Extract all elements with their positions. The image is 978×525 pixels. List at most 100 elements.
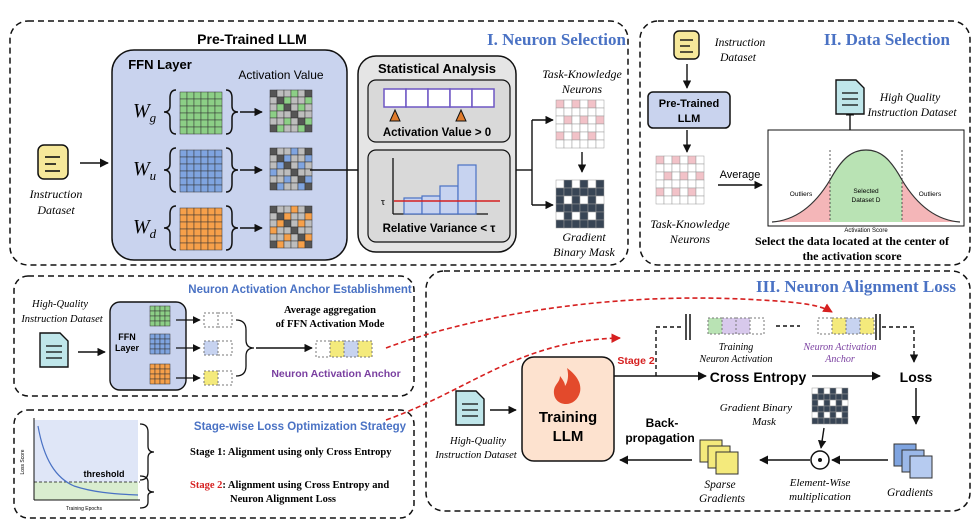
brace xyxy=(225,147,239,193)
grid-cell xyxy=(164,363,171,370)
grid-cell xyxy=(304,154,313,163)
grid-cell xyxy=(207,177,216,186)
elementwise-label: Element-Wise xyxy=(789,477,851,489)
grid-cell xyxy=(571,139,581,149)
grid-cell xyxy=(214,119,223,128)
brace xyxy=(163,205,177,251)
grid-cell xyxy=(186,91,195,100)
anchor-connector xyxy=(385,297,833,349)
grid-cell xyxy=(587,107,597,117)
multiplication-label: multiplication xyxy=(789,491,851,503)
grid-cell xyxy=(297,117,306,126)
selected-label: Selected xyxy=(853,188,879,195)
grid-cell xyxy=(269,240,278,249)
neurons-label: Neurons xyxy=(669,232,711,246)
instruction-dataset-icon xyxy=(37,144,69,180)
grid-cell xyxy=(159,363,166,370)
brace xyxy=(225,89,239,135)
grid-cell xyxy=(290,226,299,235)
grid-cell xyxy=(841,393,849,401)
grid-cell xyxy=(200,242,209,251)
training-label: Training xyxy=(719,342,753,353)
outliers-left-label: Outliers xyxy=(790,191,813,198)
grid-cell xyxy=(595,115,605,125)
grid-cell xyxy=(193,105,202,114)
grid-cell xyxy=(214,242,223,251)
grid-cell xyxy=(290,175,299,184)
grid-cell xyxy=(829,417,837,425)
neuron-activation-anchor-vector xyxy=(817,317,875,335)
grid-cell xyxy=(579,131,589,141)
grid-cell xyxy=(186,214,195,223)
grid-cell xyxy=(671,179,681,189)
grid-cell xyxy=(304,205,313,214)
grid-cell xyxy=(154,305,161,312)
grid-cell xyxy=(579,99,589,109)
grid-cell xyxy=(207,214,216,223)
grid-cell xyxy=(200,214,209,223)
grid-cell xyxy=(193,184,202,193)
grid-cell xyxy=(214,228,223,237)
grid-cell xyxy=(207,156,216,165)
panel-data-selection: II. Data Selection Instruction Dataset P… xyxy=(639,20,971,266)
grid-cell xyxy=(571,211,581,221)
grid-cell xyxy=(276,147,285,156)
grid-cell xyxy=(149,343,156,350)
panel-title: Stage-wise Loss Optimization Strategy xyxy=(194,421,407,433)
grid-cell xyxy=(290,110,299,119)
grid-cell xyxy=(687,163,697,173)
grid-cell xyxy=(276,212,285,221)
grid-cell xyxy=(283,96,292,105)
grid-cell xyxy=(297,124,306,133)
grid-cell xyxy=(164,343,171,350)
grid-cell xyxy=(829,411,837,419)
grid-cell xyxy=(823,399,831,407)
grid-cell xyxy=(164,320,171,327)
grid-cell xyxy=(595,123,605,133)
grid-cell xyxy=(276,103,285,112)
grid-cell xyxy=(283,212,292,221)
grid-cell xyxy=(555,123,565,133)
w-g-label: Wg xyxy=(133,100,157,125)
grid-cell xyxy=(829,393,837,401)
grid-cell xyxy=(159,348,166,355)
stage1-label: Stage 1: Alignment using only Cross Entr… xyxy=(190,447,392,458)
grid-cell xyxy=(207,163,216,172)
grid-cell xyxy=(200,91,209,100)
grid-cell xyxy=(154,310,161,317)
grid-cell xyxy=(304,240,313,249)
grid-cell xyxy=(200,184,209,193)
grid-cell xyxy=(200,207,209,216)
grid-cell xyxy=(200,228,209,237)
grid-cell xyxy=(587,99,597,109)
grid-cell xyxy=(290,161,299,170)
loss-score-axis-label: Loss Score xyxy=(20,449,26,474)
grid-cell xyxy=(276,219,285,228)
propagation-label: propagation xyxy=(625,431,694,445)
grid-cell xyxy=(695,155,705,165)
high-quality-dataset-icon xyxy=(835,79,865,115)
grid-cell xyxy=(214,177,223,186)
instruction-label: Instruction xyxy=(714,37,766,49)
backprop-label: Back- xyxy=(646,416,679,430)
grid-cell xyxy=(671,195,681,205)
training-neuron-activation-vector xyxy=(707,317,765,335)
grid-cell xyxy=(269,147,278,156)
gradient-binary-label: Gradient Binary xyxy=(720,402,793,414)
grid-cell xyxy=(663,163,673,173)
grid-cell xyxy=(687,195,697,205)
activation-score-distribution xyxy=(767,129,965,227)
grid-cell xyxy=(269,226,278,235)
grid-cell xyxy=(823,405,831,413)
high-quality-dataset-icon xyxy=(455,390,485,426)
grid-cell xyxy=(154,368,161,375)
gradient-binary-mask-grid xyxy=(811,387,849,425)
brace xyxy=(235,319,255,377)
grid-cell xyxy=(186,207,195,216)
pretrained-llm-label: Pre-Trained LLM xyxy=(197,31,307,47)
brace xyxy=(139,423,155,481)
grid-cell xyxy=(193,177,202,186)
grid-cell xyxy=(290,154,299,163)
grid-cell xyxy=(304,212,313,221)
grid-cell xyxy=(186,112,195,121)
